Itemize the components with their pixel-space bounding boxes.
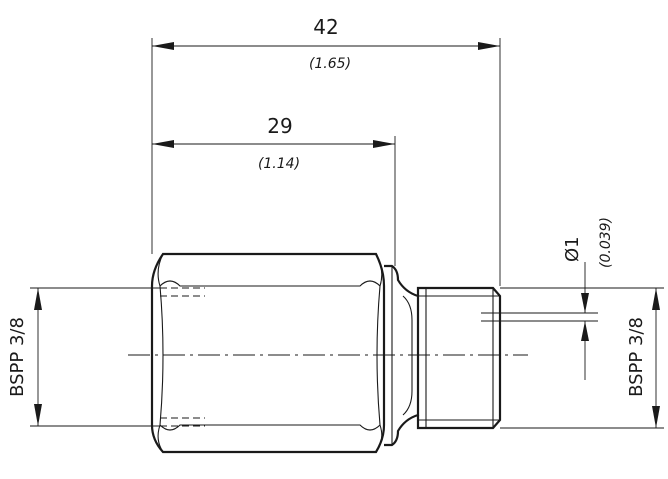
dim-29-value: 29 [267,114,292,138]
dimension-overall-length: 42 (1.65) [151,15,501,286]
arrowhead-thread-right-bottom [652,406,660,428]
hex-left-edge [159,285,164,426]
dim-orifice-inch: (0.039) [598,217,614,268]
arrowhead-42-right [478,42,500,50]
hex-left-arc-bottom [157,424,164,453]
arrowhead-thread-left-top [34,288,42,310]
dimension-orifice: Ø1 (0.039) [483,217,614,380]
dimension-hex-length: 29 (1.14) [152,114,396,266]
thread-right-label: BSPP 3/8 [626,317,647,397]
dim-42-value: 42 [313,15,338,39]
dimension-thread-right: BSPP 3/8 [500,287,664,429]
thread-stub-outline [416,286,502,430]
hex-body-outline [150,252,386,454]
dimension-thread-left: BSPP 3/8 [7,287,160,427]
dim-29-inch: (1.14) [258,156,300,172]
arrowhead-42-left [152,42,174,50]
fitting-body [128,252,528,454]
hex-flat-bottom [159,424,381,431]
dim-42-inch: (1.65) [309,56,351,72]
hex-flat-top [159,280,381,287]
thread-left-label: BSPP 3/8 [7,317,28,397]
dim-orifice-value: Ø1 [562,236,583,262]
arrowhead-thread-right-top [652,288,660,310]
hex-right-arc-bottom [375,424,383,453]
arrowhead-orifice-up [581,321,589,341]
arrowhead-29-left [152,140,174,148]
hex-left-arc-top [157,253,164,287]
arrowhead-29-right [373,140,395,148]
hex-right-arc-top [375,253,383,287]
arrowhead-orifice-down [581,293,589,313]
arrowhead-thread-left-bottom [34,404,42,426]
